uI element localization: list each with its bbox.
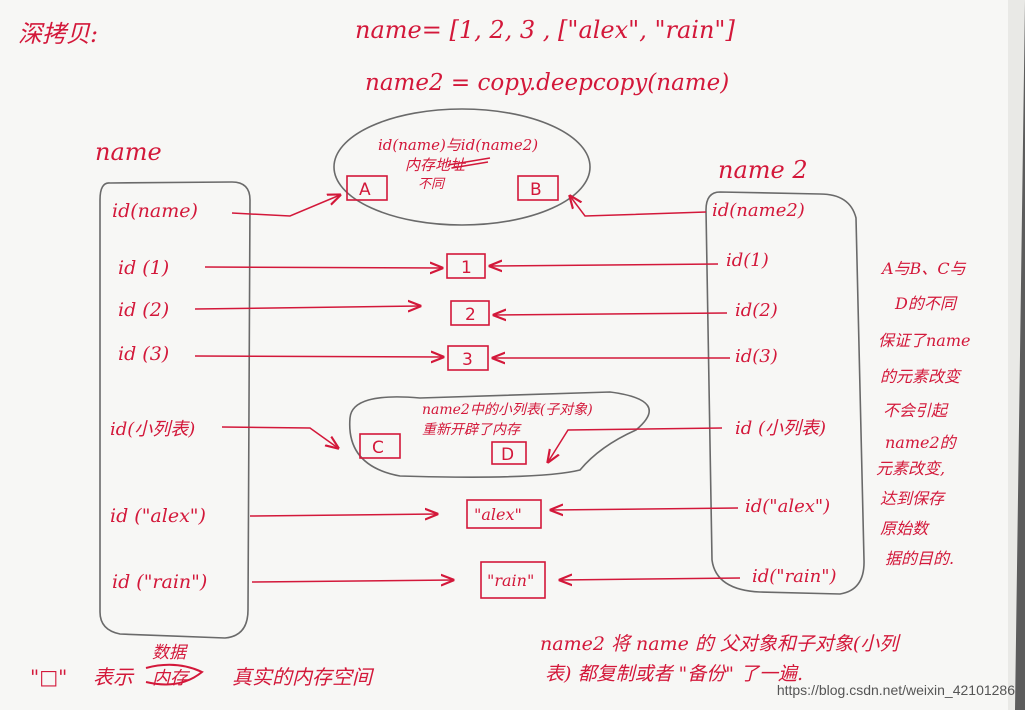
top-bubble-scribble (447, 157, 491, 169)
value-box-rain-label: "rain" (487, 571, 534, 590)
legend-text: 表示 (93, 665, 135, 689)
side-note-line-3: 保证了name (878, 331, 971, 350)
box-a (346, 175, 388, 201)
legend-crossout-scribble (145, 663, 204, 686)
value-box-3-label: 3 (462, 350, 473, 370)
arrow-name-to-a (231, 195, 340, 217)
arrow-left-1 (204, 267, 442, 268)
code-line-2: name2 = copy.deepcopy(name) (365, 70, 729, 96)
left-item-id-rain: id ("rain") (112, 571, 207, 593)
right-item-id-name2: id(name2) (712, 200, 805, 221)
arrow-left-rain (251, 580, 453, 582)
value-box-rain (480, 561, 546, 599)
box-d (491, 441, 527, 465)
bottom-note-line-2: 表) 都复制或者 "备份" 了一遍. (545, 663, 803, 685)
arrow-left-3 (194, 356, 443, 357)
left-item-id-2: id (2) (118, 299, 169, 321)
mid-bubble-line-1: name2中的小列表(子对象) (422, 402, 593, 418)
bottom-note-line-1: name2 将 name 的 父对象和子对象(小列 (540, 633, 901, 655)
side-note-line-9: 原始数 (880, 519, 930, 538)
top-bubble-outline (333, 108, 591, 226)
box-b (517, 175, 559, 201)
page-title: 深拷贝: (18, 20, 98, 48)
right-column-outline (705, 191, 865, 595)
left-item-id-alex: id ("alex") (110, 505, 206, 527)
side-note: A与B、C与 D的不同 保证了name 的元素改变 不会引起 name2的 元素… (876, 259, 971, 568)
legend-crossed-word: 内存 (152, 668, 191, 689)
left-column-label: name (95, 138, 162, 166)
mid-bubble-outline (348, 391, 650, 478)
arrow-left-2 (194, 306, 420, 309)
watermark-url: https://blog.csdn.net/weixin_42101286 (776, 682, 1015, 698)
top-bubble-line-2: 内存地址 (405, 156, 467, 174)
right-item-id-1: id(1) (726, 250, 769, 271)
right-item-id-alex: id("alex") (745, 496, 830, 517)
value-box-3 (447, 345, 489, 371)
legend-inserted-word: 数据 (152, 643, 189, 663)
side-note-line-6: name2的 (885, 433, 958, 452)
value-box-2-label: 2 (465, 305, 476, 325)
arrow-right-sublist-to-d (548, 427, 723, 462)
arrow-name2-to-b (570, 196, 707, 217)
paper-fold (988, 0, 1025, 710)
mid-bubble-line-2: 重新开辟了内存 (422, 422, 522, 438)
right-item-id-rain: id("rain") (752, 566, 837, 587)
box-b-label: B (530, 180, 542, 200)
top-bubble-line-1: id(name)与id(name2) (378, 136, 538, 154)
box-d-label: D (501, 445, 514, 465)
side-note-line-4: 的元素改变 (880, 367, 962, 386)
side-note-line-5: 不会引起 (883, 401, 949, 420)
right-item-id-2: id(2) (735, 300, 778, 321)
box-c-label: C (372, 438, 384, 458)
value-box-1-label: 1 (461, 258, 472, 278)
top-bubble-line-3: 不同 (418, 177, 446, 192)
box-a-label: A (359, 180, 371, 200)
arrow-right-2 (494, 313, 728, 315)
side-note-line-2: D的不同 (894, 294, 958, 313)
right-item-id-3: id(3) (735, 346, 778, 367)
right-item-id-sublist: id (小列表) (735, 418, 826, 439)
arrow-left-alex (249, 514, 437, 516)
side-note-line-7: 元素改变, (876, 459, 945, 478)
side-note-line-1: A与B、C与 (880, 259, 967, 278)
value-box-alex (466, 499, 542, 529)
value-box-2 (450, 300, 490, 326)
left-item-id-3: id (3) (118, 343, 169, 365)
code-line-1: name= [1, 2, 3 , ["alex", "rain"] (355, 16, 735, 44)
left-item-id-1: id (1) (118, 257, 169, 279)
value-box-1 (446, 253, 486, 279)
arrow-right-alex (551, 508, 739, 510)
left-item-id-name: id(name) (112, 200, 198, 222)
right-column-label: name 2 (718, 156, 808, 184)
value-box-alex-label: "alex" (474, 505, 522, 524)
legend-symbol: "□" (30, 665, 67, 689)
left-column-outline (99, 181, 251, 639)
box-c (359, 433, 401, 459)
side-note-line-10: 据的目的. (885, 549, 954, 568)
arrow-right-1 (490, 264, 719, 266)
legend-rest-text: 真实的内存空间 (232, 665, 375, 689)
arrow-left-sublist-to-c (221, 426, 338, 448)
arrow-right-rain (560, 578, 741, 580)
side-note-line-8: 达到保存 (880, 489, 946, 508)
left-item-id-sublist: id(小列表) (110, 419, 195, 440)
